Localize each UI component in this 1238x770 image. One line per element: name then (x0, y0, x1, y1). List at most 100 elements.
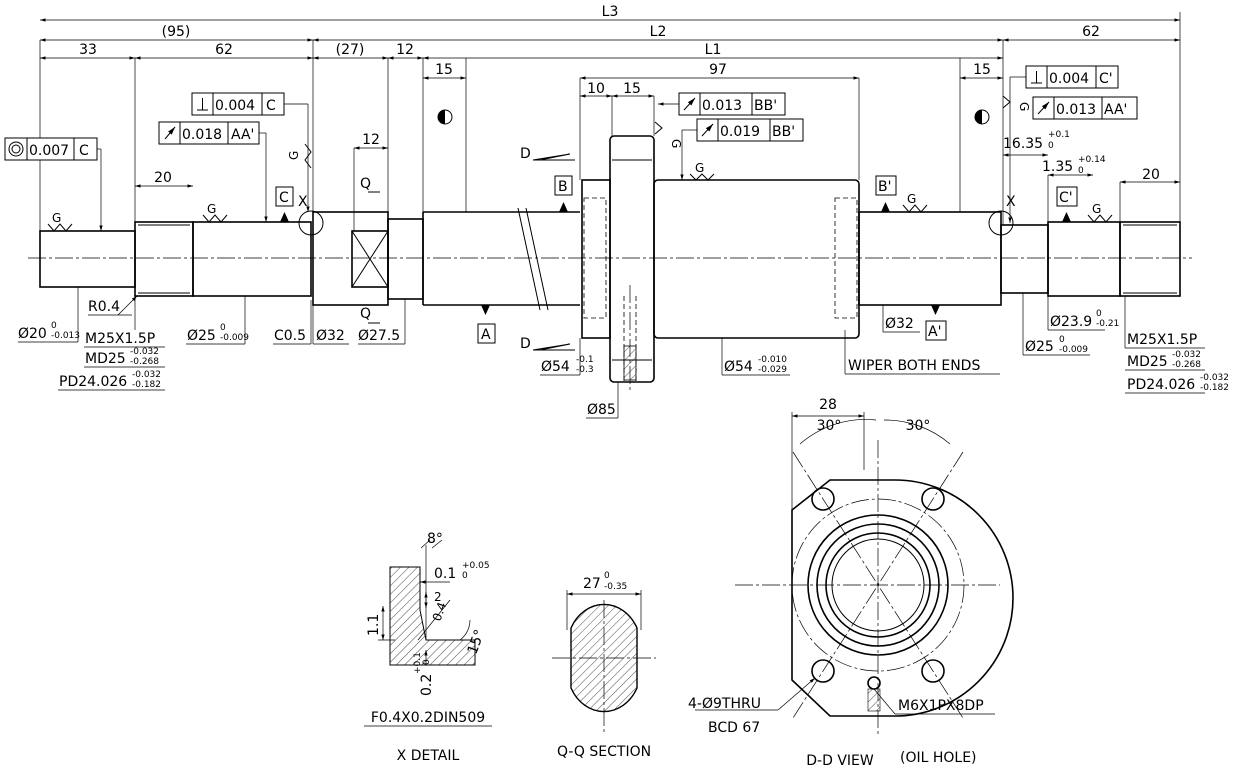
dim-16-35: 16.35 (1003, 136, 1043, 152)
dia20-up: 0 (51, 321, 57, 331)
dd-holes: 4-Ø9THRU (688, 696, 761, 712)
neck-27-5 (387, 218, 424, 300)
m25-right: M25X1.5P (1127, 332, 1197, 348)
pd24-left-up: -0.032 (132, 370, 161, 380)
top-dimensions (39, 12, 1181, 232)
x-detail-title: X DETAIL (397, 748, 460, 764)
dd-oil: (OIL HOLE) (900, 750, 977, 766)
dia20-label: Ø20 (18, 326, 47, 342)
dim-12b: 12 (362, 132, 380, 148)
x-dim-02: 0.2 (419, 674, 435, 696)
d-mark-bottom: D (520, 336, 531, 352)
datum-c: C (279, 190, 289, 206)
x-dim-2: 2 (434, 590, 442, 604)
conc-ref: C (79, 143, 89, 159)
dd-angle-30-left: 30° (817, 418, 842, 434)
dia23-lo: -0.21 (1096, 319, 1119, 329)
x-detail-circle-left (298, 210, 324, 236)
dia54b-lo: -0.029 (758, 365, 787, 375)
datum-c2: C' (1059, 190, 1073, 206)
datum-boxes (47, 95, 1113, 351)
runout-bb1-ref: BB' (754, 98, 777, 114)
g-mark-2: G (207, 202, 216, 216)
perp2-ref: C' (1099, 71, 1113, 87)
dim-l3: L3 (602, 4, 619, 20)
dia85-label: Ø85 (587, 402, 616, 418)
qq-dim: 27 (583, 576, 601, 592)
g-mark-1: G (52, 211, 61, 225)
dim-27: (27) (336, 42, 365, 58)
g-mark-8: G (1017, 102, 1031, 111)
md25-left-up: -0.032 (130, 347, 159, 357)
perp1-ref: C (266, 98, 276, 114)
dim-62: 62 (215, 42, 233, 58)
dia25b-label: Ø25 (1025, 339, 1054, 355)
dd-angle-30-right: 30° (906, 418, 931, 434)
left-bearing-seat (192, 221, 312, 297)
d-mark-top: D (520, 146, 531, 162)
runout1-ref: AA' (231, 127, 254, 143)
left-journal (39, 230, 136, 288)
datum-b2: B' (878, 179, 891, 195)
dim-15-right: 15 (973, 62, 991, 78)
dd-view (695, 412, 1014, 735)
dia54b-up: -0.010 (758, 355, 787, 365)
dia32-label: Ø32 (316, 328, 345, 344)
perp1-val: 0.004 (215, 98, 255, 114)
md25-right-up: -0.032 (1172, 350, 1201, 360)
datum-a2: A' (928, 324, 941, 340)
dim-62-right: 62 (1082, 24, 1100, 40)
left-thread (134, 221, 194, 297)
x-dim-04: 0.4 (430, 600, 450, 623)
pd24-right: PD24.026 (1127, 377, 1195, 393)
dia23-up: 0 (1096, 309, 1102, 319)
x-dim-01: 0.1 (434, 566, 456, 582)
right-bearing-seat (1000, 224, 1049, 294)
x-detail-circle-right (988, 210, 1014, 236)
ball-screw-shaft (28, 135, 1192, 390)
runout-bb2-val: 0.019 (720, 124, 760, 140)
qq-title: Q-Q SECTION (557, 744, 651, 760)
wiper-label: WIPER BOTH ENDS (848, 358, 980, 374)
dd-bcd: BCD 67 (708, 720, 760, 736)
x-dim-02-up: +0.1 (413, 652, 423, 674)
dim-95: (95) (162, 24, 191, 40)
dia54-lo: -0.3 (576, 365, 594, 375)
datum-b: B (558, 179, 568, 195)
dim-1-35-up: +0.14 (1078, 155, 1106, 165)
m25-left: M25X1.5P (85, 331, 155, 347)
q-mark-bottom: Q (360, 306, 371, 322)
dim-16-35-up: +0.1 (1048, 130, 1070, 140)
c05-label: C0.5 (274, 328, 306, 344)
g-mark-6: G (287, 151, 301, 160)
runout-bb1-val: 0.013 (702, 98, 742, 114)
shoulder-32 (312, 211, 389, 306)
dd-title: D-D VIEW (806, 753, 874, 769)
runout2-val: 0.013 (1056, 102, 1096, 118)
dim-20-right: 20 (1142, 167, 1160, 183)
g-mark-3: G (695, 161, 704, 175)
runout2-ref: AA' (1104, 102, 1127, 118)
dim-33: 33 (79, 42, 97, 58)
pd24-right-up: -0.032 (1200, 373, 1229, 383)
dia20-lo: -0.013 (51, 331, 80, 341)
dim-l1: L1 (705, 42, 722, 58)
dim-15-mid: 15 (623, 81, 641, 97)
right-journal (1047, 221, 1121, 297)
dim-1-35: 1.35 (1042, 159, 1073, 175)
x-dim-02-lo: 0 (422, 659, 432, 665)
qq-dim-lo: -0.35 (604, 582, 627, 592)
qq-dim-up: 0 (604, 571, 610, 581)
dim-12: 12 (396, 42, 414, 58)
dia23-label: Ø23.9 (1050, 314, 1092, 330)
dim-l2: L2 (650, 24, 667, 40)
dia32b-label: Ø32 (885, 316, 914, 332)
dim-16-35-lo: 0 (1048, 141, 1054, 151)
dia25-up: 0 (220, 323, 226, 333)
nut-flange (609, 135, 655, 383)
dia25-label: Ø25 (187, 328, 216, 344)
bottom-leaders (18, 287, 1205, 419)
dia25b-up: 0 (1059, 335, 1065, 345)
x-dim-01-lo: 0 (462, 571, 468, 581)
x-mark-left: X (298, 194, 308, 210)
